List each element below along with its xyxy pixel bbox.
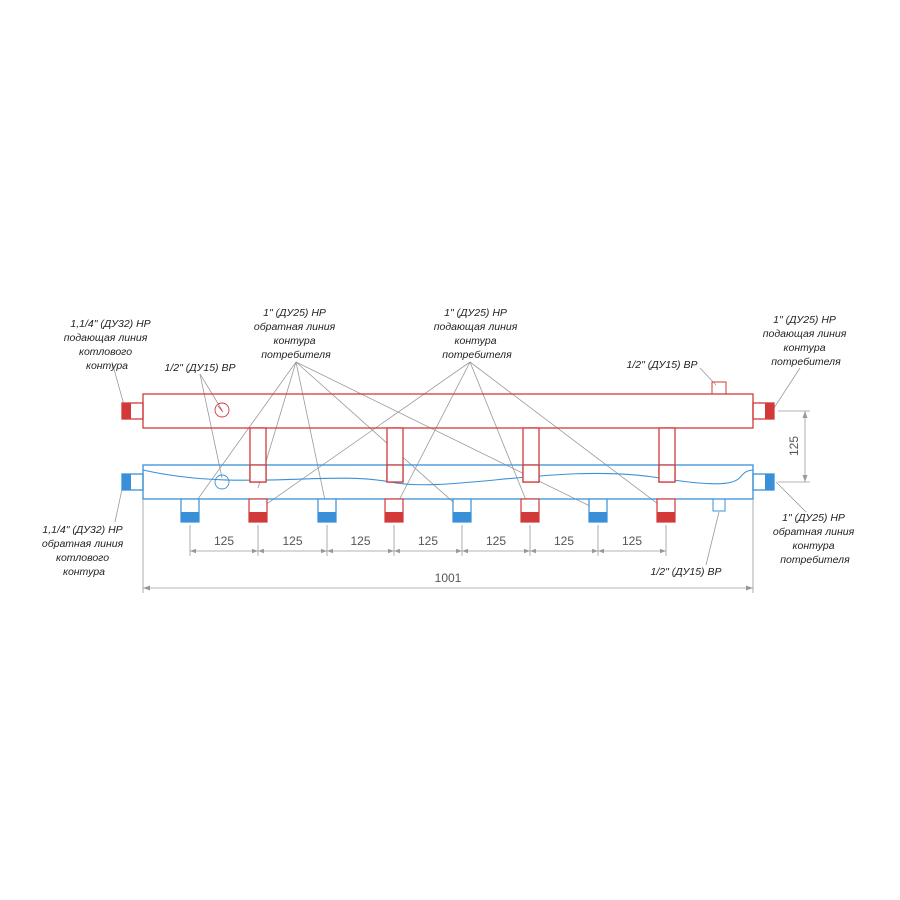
return-outlet-3 — [452, 498, 472, 523]
labels: 1,1/4" (ДУ32) НР подающая линия котловог… — [42, 307, 857, 578]
right-return-label: 1" (ДУ25) НР обратная линия контура потр… — [773, 512, 857, 566]
separation-wave — [142, 469, 754, 486]
spacing-dimension-7: 125 — [622, 534, 642, 548]
consumer-supply-label: 1" (ДУ25) НР подающая линия контура потр… — [434, 307, 521, 361]
spacing-dimension-1: 125 — [214, 534, 234, 548]
top-right-port-label: 1/2" (ДУ15) ВР — [627, 359, 698, 371]
supply-outlet-1 — [248, 498, 268, 523]
return-outlet-2 — [317, 498, 337, 523]
return-vent-circle — [214, 474, 230, 490]
spacing-dimension-6: 125 — [554, 534, 574, 548]
return-outlet-4 — [588, 498, 608, 523]
return-collector — [121, 464, 775, 512]
total-length-dimension: 1001 — [435, 571, 462, 585]
supply-vent-circle — [214, 402, 230, 418]
spacing-dimension-3: 125 — [350, 534, 370, 548]
supply-pipe — [142, 393, 754, 429]
consumer-outlets — [180, 498, 676, 523]
return-outlet-1 — [180, 498, 200, 523]
left-return-label: 1,1/4" (ДУ32) НР обратная линия котловог… — [42, 524, 126, 578]
supply-right-outlet-thread — [765, 403, 774, 419]
right-supply-label: 1" (ДУ25) НР подающая линия контура потр… — [763, 314, 850, 368]
return-right-outlet-thread — [765, 474, 774, 490]
spacing-dimension-5: 125 — [486, 534, 506, 548]
supply-outlet-3 — [520, 498, 540, 523]
leader-lines — [111, 361, 807, 566]
supply-top-port — [711, 381, 727, 395]
consumer-return-label: 1" (ДУ25) НР обратная линия контура потр… — [254, 307, 338, 361]
spacing-dimension-2: 125 — [282, 534, 302, 548]
supply-outlet-4 — [656, 498, 676, 523]
dimensions: 125 125 125 125 125 125 125 1001 125 — [142, 410, 810, 593]
spacing-dimension-4: 125 — [418, 534, 438, 548]
left-supply-label: 1,1/4" (ДУ32) НР подающая линия котловог… — [64, 318, 154, 372]
return-left-inlet-thread — [122, 474, 131, 490]
bottom-right-port-label: 1/2" (ДУ15) ВР — [651, 566, 722, 578]
pipe-gap-dimension: 125 — [787, 436, 801, 456]
top-left-port-label: 1/2" (ДУ15) ВР — [165, 362, 236, 374]
return-bottom-port — [712, 498, 726, 512]
supply-outlet-2 — [384, 498, 404, 523]
supply-left-inlet-thread — [122, 403, 131, 419]
